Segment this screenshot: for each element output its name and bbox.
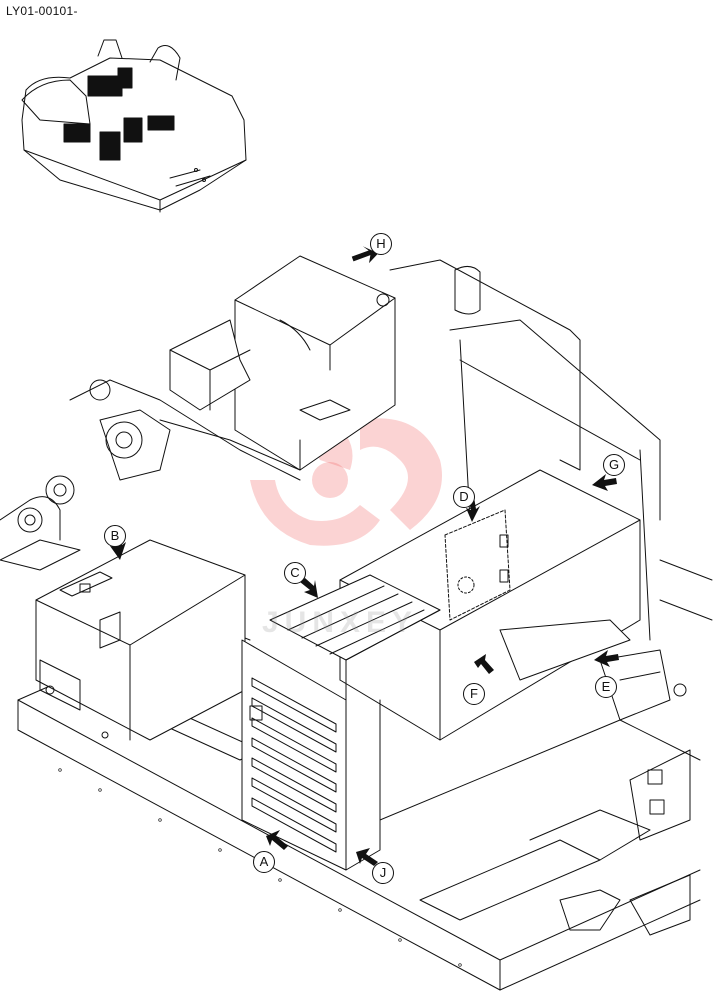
callout-a: A <box>253 851 275 873</box>
document-code: LY01-00101- <box>6 4 78 18</box>
callout-d: D <box>453 486 475 508</box>
arrow-j <box>356 848 378 866</box>
callout-c: C <box>284 562 306 584</box>
callout-b: B <box>104 525 126 547</box>
callout-g: G <box>603 454 625 476</box>
arrow-e <box>594 650 619 667</box>
deck-plate <box>339 469 641 741</box>
key-map-overview <box>21 39 247 213</box>
engine-hood-box <box>159 255 396 471</box>
arrow-g <box>592 474 617 491</box>
arrow-a <box>266 830 288 850</box>
side-panel-grille <box>241 574 441 871</box>
callout-h: H <box>370 233 392 255</box>
arrow-f <box>474 654 494 674</box>
battery-box <box>35 539 246 741</box>
rear-frame <box>389 259 713 841</box>
callout-e: E <box>595 676 617 698</box>
watermark-text: JUNXEY <box>262 606 419 639</box>
callout-f: F <box>463 683 485 705</box>
callout-j: J <box>372 862 394 884</box>
arrow-c <box>300 578 318 598</box>
